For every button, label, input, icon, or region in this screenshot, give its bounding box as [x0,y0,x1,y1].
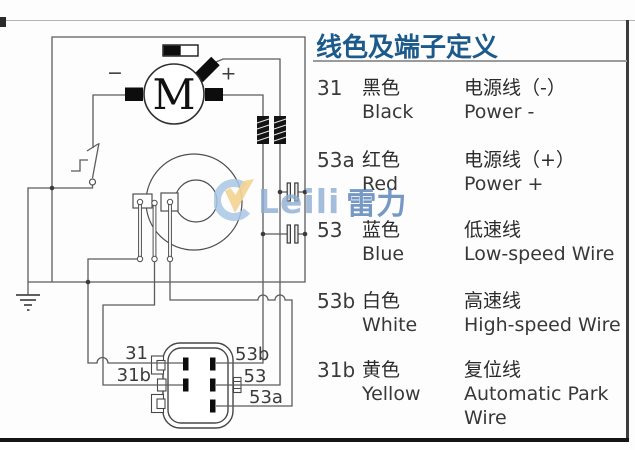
frame-border-right [626,20,629,441]
wire-color-cell: 红色 Red [362,149,401,195]
motor-label: M [152,70,195,119]
terminal-number: 53 [317,218,343,242]
capacitor-icons [286,182,299,244]
pin-label-31b: 31b [117,365,151,386]
wire-function-cell: 高速线 High-speed Wire [464,290,621,336]
frame-corner-mark [0,17,6,27]
switch-blade [86,142,100,179]
minus-sign: − [107,62,123,84]
brush-left [125,87,143,101]
brush-right [205,88,223,101]
terminal-number: 31 [317,76,343,100]
terminal-number: 53a [317,148,355,172]
wire-function-cell: 低速线 Low-speed Wire [464,219,615,265]
pin-label-31: 31 [125,343,148,364]
connector-pins [183,357,216,413]
table-row: 53a 红色 Red 电源线（+） Power + [317,148,635,196]
pin-label-53: 53 [244,366,267,387]
inductor-icons [256,116,287,144]
legend-panel: 线色及端子定义 31 黑色 Black 电源线（-） Power - 53a 红… [312,0,630,450]
wires [27,36,306,407]
wire-color-cell: 蓝色 Blue [362,219,405,265]
table-row: 31b 黄色 Yellow 复位线 Automatic Park Wire [317,358,635,430]
title-rule [313,60,627,62]
terminal-number: 31b [317,358,356,382]
switch-pivot [88,178,97,186]
table-row: 53b 白色 White 高速线 High-speed Wire [317,289,635,337]
wire-31 [87,282,183,364]
thermal-fuse-icon [162,44,199,57]
table-row: 53 蓝色 Blue 低速线 Low-speed Wire [317,218,635,266]
page-title: 线色及端子定义 [316,33,499,63]
wire-minus-brush [92,94,125,148]
wire-53a [169,262,293,407]
wire-53 [215,58,281,386]
brush-third [194,56,220,83]
pin-label-53a: 53a [249,387,283,408]
wire-function-cell: 电源线（+） Power + [464,149,575,195]
frame-border-bottom [0,438,629,442]
wire-function-cell: 电源线（-） Power - [464,77,566,123]
terminal-number: 53b [317,289,356,313]
case-outline [28,36,306,283]
junction-dots [49,185,308,285]
switch-contact [71,159,88,172]
wire-color-cell: 白色 White [362,290,418,336]
table-row: 31 黑色 Black 电源线（-） Power - [317,76,635,124]
wire-cam-ground [87,258,137,282]
motor-symbol: M − + [107,56,237,125]
wire-color-cell: 黄色 Yellow [362,359,421,405]
wire-ground [27,185,94,295]
frame-border-top [0,20,635,21]
plus-sign: + [221,63,237,85]
wiring-diagram: M − + [16,36,308,429]
cam-switch [88,153,243,263]
wire-color-cell: 黑色 Black [362,77,414,123]
wire-function-cell: 复位线 Automatic Park Wire [464,359,609,429]
wire-31b [102,262,183,386]
pin-label-53b: 53b [235,344,269,365]
wire-53b [216,94,264,364]
ground-icon [16,294,40,311]
